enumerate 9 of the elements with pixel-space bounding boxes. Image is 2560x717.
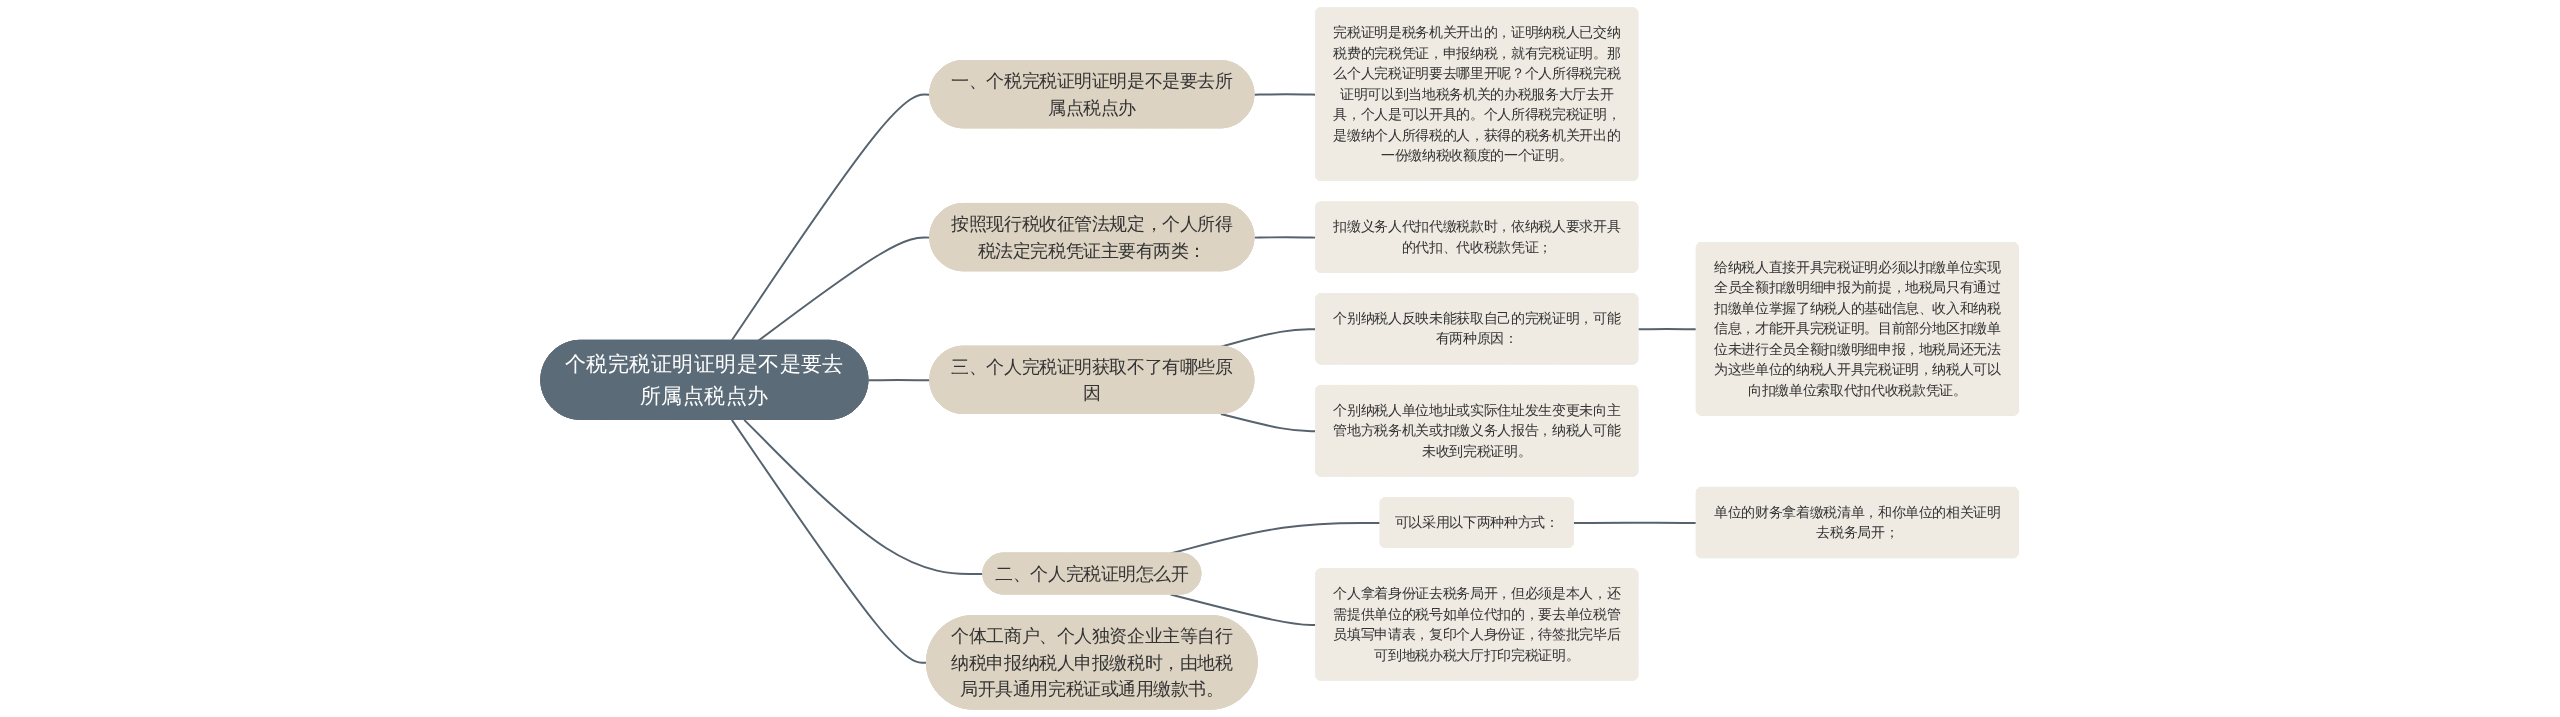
connector bbox=[1253, 236, 1318, 239]
connector bbox=[757, 236, 932, 342]
connector bbox=[1170, 593, 1318, 626]
connector bbox=[1220, 328, 1318, 348]
connector bbox=[730, 93, 932, 342]
connector bbox=[1220, 413, 1318, 433]
connector bbox=[1253, 93, 1318, 96]
connector bbox=[867, 379, 932, 382]
connector bbox=[743, 418, 985, 575]
